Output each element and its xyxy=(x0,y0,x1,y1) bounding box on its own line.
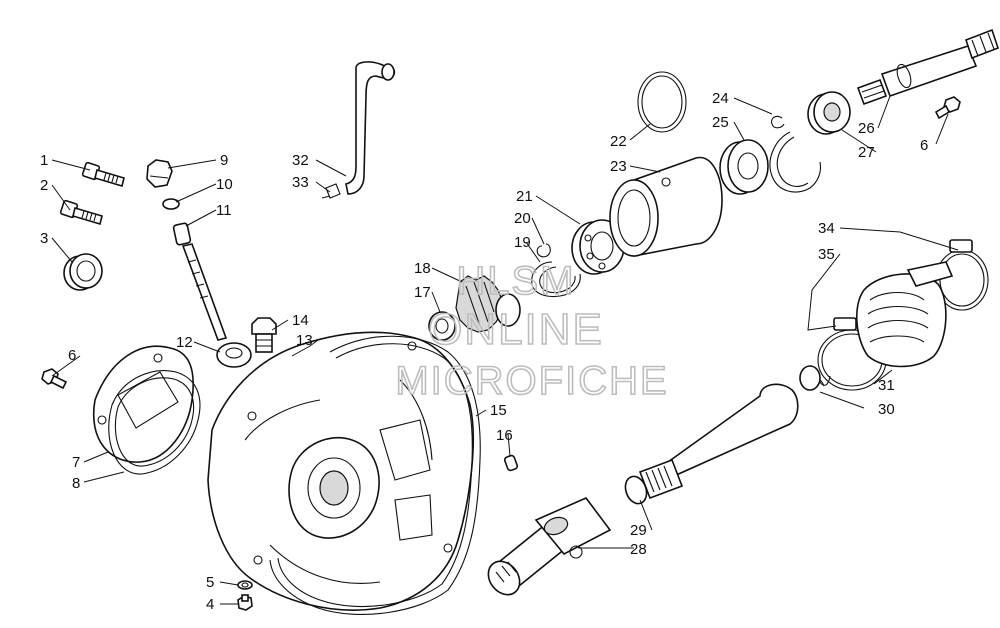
part-27-circlip xyxy=(769,131,822,193)
callout-27: 27 xyxy=(858,144,875,161)
part-22-o-ring xyxy=(637,71,687,133)
part-8-gasket xyxy=(108,370,201,475)
part-13-gear-case xyxy=(207,331,474,611)
callout-23: 23 xyxy=(610,158,627,175)
part-30-spring xyxy=(799,365,831,391)
callout-17: 17 xyxy=(414,284,431,301)
part-6-bolt-right xyxy=(934,96,961,120)
leader-lines xyxy=(51,95,959,605)
part-9-cap xyxy=(146,159,173,188)
callout-20: 20 xyxy=(514,210,531,227)
callout-5: 5 xyxy=(206,574,214,591)
callout-9: 9 xyxy=(220,152,228,169)
callout-12: 12 xyxy=(176,334,193,351)
callout-21: 21 xyxy=(516,188,533,205)
watermark-line-2: ONLINE xyxy=(428,305,604,354)
callout-7: 7 xyxy=(72,454,80,471)
part-11-dipstick xyxy=(172,222,228,341)
part-23-housing xyxy=(609,156,723,257)
callout-26: 26 xyxy=(858,120,875,137)
part-26-shaft xyxy=(856,28,1000,106)
part-20-snap-ring xyxy=(536,243,551,258)
part-5-washer xyxy=(237,580,253,590)
part-10-o-ring xyxy=(162,198,180,210)
callout-13: 13 xyxy=(296,332,313,349)
part-3-seal xyxy=(63,253,103,291)
part-12-seal xyxy=(216,342,252,368)
part-28-u-joint xyxy=(487,497,612,596)
part-4-drain-bolt xyxy=(237,594,253,611)
part-15-gasket xyxy=(269,335,481,615)
part-1-bolt xyxy=(81,161,125,188)
callout-33: 33 xyxy=(292,174,309,191)
callout-14: 14 xyxy=(292,312,309,329)
part-24-snap-ring xyxy=(771,115,785,129)
callout-34: 34 xyxy=(818,220,835,237)
watermark-line-1: HLSM xyxy=(456,259,575,303)
callout-31: 31 xyxy=(878,377,895,394)
part-2-bolt xyxy=(59,199,103,226)
part-27-bearing xyxy=(807,91,851,135)
watermark-line-3: MICROFICHE xyxy=(395,359,668,403)
callout-3: 3 xyxy=(40,230,48,247)
callout-24: 24 xyxy=(712,90,729,107)
callout-28: 28 xyxy=(630,541,647,558)
watermark: HLSM ONLINE MICROFICHE xyxy=(395,258,668,404)
callout-32: 32 xyxy=(292,152,309,169)
part-33-clamp xyxy=(321,183,341,199)
callout-15: 15 xyxy=(490,402,507,419)
part-7-cover xyxy=(92,345,194,463)
callout-35: 35 xyxy=(818,246,835,263)
callout-6-right: 6 xyxy=(920,137,928,154)
part-18-gear xyxy=(455,275,521,333)
callout-19: 19 xyxy=(514,234,531,251)
callout-numbers: 1 2 3 4 5 6 6 7 8 9 10 11 12 13 14 15 16… xyxy=(40,90,928,613)
part-32-vent-hose xyxy=(345,61,396,195)
callout-16: 16 xyxy=(496,427,513,444)
part-29-drive-shaft xyxy=(624,383,799,505)
callout-2: 2 xyxy=(40,177,48,194)
part-17-bearing xyxy=(428,311,456,341)
callout-22: 22 xyxy=(610,133,627,150)
callout-6-left: 6 xyxy=(68,347,76,364)
part-19-snap-ring xyxy=(531,261,581,298)
part-25-bearing xyxy=(719,139,769,195)
callout-11: 11 xyxy=(216,202,232,219)
part-14-plug xyxy=(251,317,277,353)
callout-25: 25 xyxy=(712,114,729,131)
callout-8: 8 xyxy=(72,475,80,492)
callout-4: 4 xyxy=(206,596,214,613)
callout-10: 10 xyxy=(216,176,233,193)
part-16-pin xyxy=(503,454,519,472)
callout-18: 18 xyxy=(414,260,431,277)
part-31-boot xyxy=(855,261,954,368)
part-6-bolt-left xyxy=(41,368,68,390)
callout-30: 30 xyxy=(878,401,895,418)
callout-1: 1 xyxy=(40,152,48,169)
callout-29: 29 xyxy=(630,522,647,539)
